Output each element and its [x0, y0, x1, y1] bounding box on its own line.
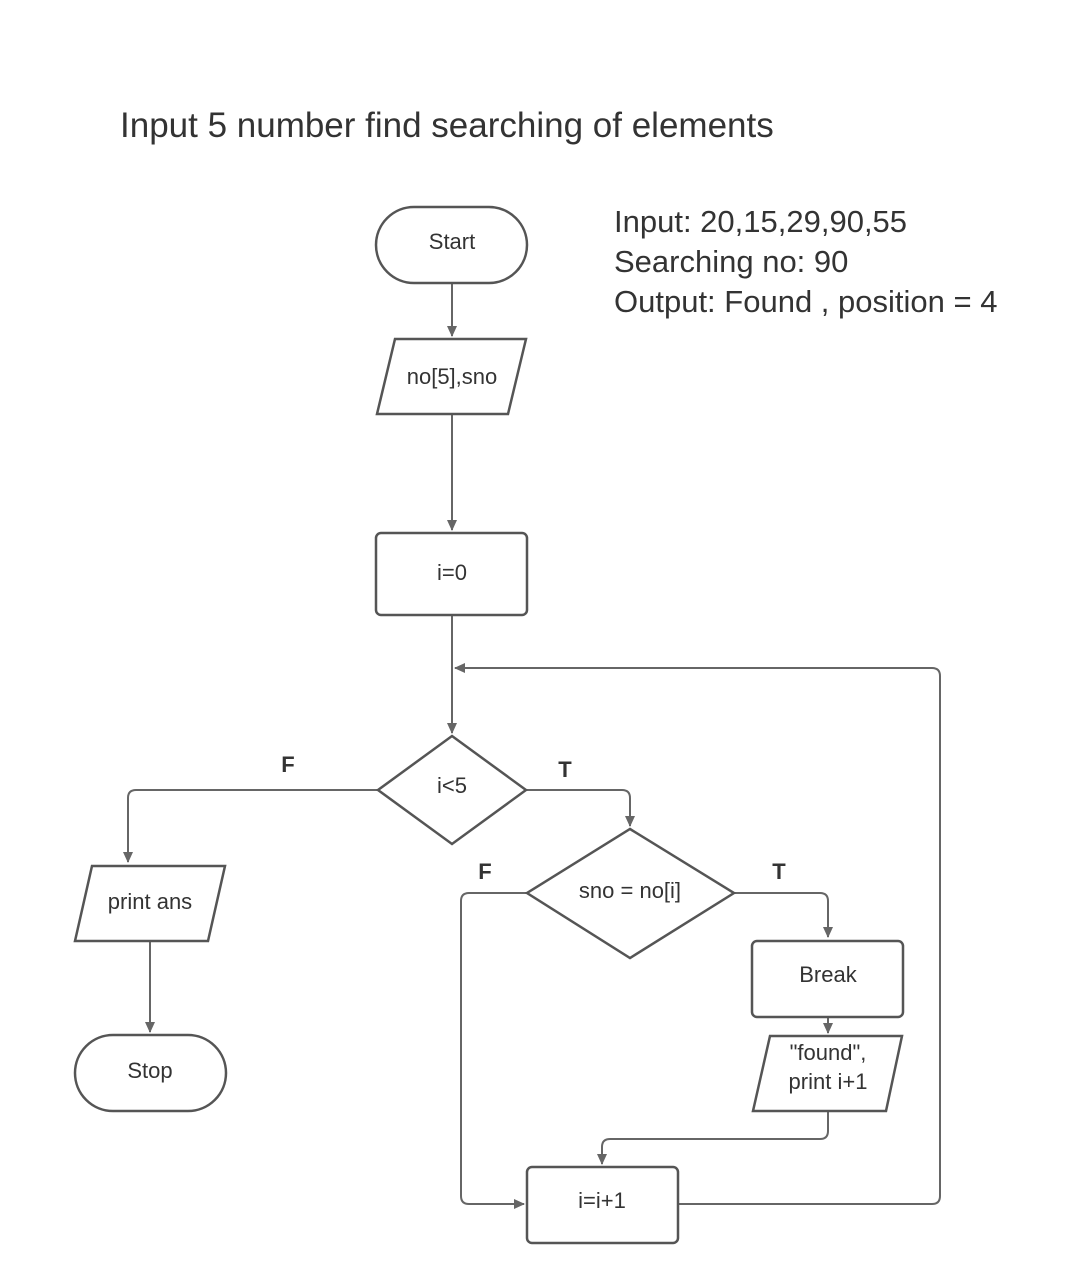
- print-ans-label: print ans: [108, 889, 192, 914]
- input-note: Input: 20,15,29,90,55: [614, 204, 908, 239]
- print-ans-node: print ans: [73, 864, 227, 943]
- output-note: Output: Found , position = 4: [614, 284, 998, 319]
- increment-label: i=i+1: [578, 1188, 626, 1213]
- loop-condition-diamond: [375, 734, 529, 846]
- example-notes: Input: 20,15,29,90,55 Searching no: 90 O…: [614, 202, 997, 322]
- init-label: i=0: [437, 560, 467, 585]
- stop-node: Stop: [73, 1033, 228, 1113]
- arrow-loop-back: [454, 663, 941, 1205]
- increment-process: [525, 1165, 680, 1245]
- arrow-found-to-increment: [597, 1112, 829, 1165]
- compare-node: sno = no[i]: [524, 827, 737, 960]
- declare-parallelogram: [375, 337, 528, 416]
- init-process: [374, 531, 529, 617]
- start-terminal: [374, 205, 529, 285]
- loop-condition-label: i<5: [437, 773, 467, 798]
- diagram-title: Input 5 number find searching of element…: [120, 106, 774, 145]
- arrow-compare-true: [734, 892, 833, 938]
- compare-label: sno = no[i]: [579, 878, 681, 903]
- break-process: [750, 939, 905, 1019]
- arrow-compare-false: [460, 892, 527, 1209]
- searching-note: Searching no: 90: [614, 244, 849, 279]
- break-label: Break: [799, 962, 857, 987]
- loop-condition-node: i<5: [375, 734, 529, 846]
- stop-terminal: [73, 1033, 228, 1113]
- found-label-line2: print i+1: [789, 1069, 868, 1094]
- connectors: [123, 283, 941, 1209]
- loop-false-label: F: [281, 752, 294, 777]
- declare-label: no[5],sno: [407, 364, 498, 389]
- loop-true-label: T: [558, 757, 572, 782]
- stop-label: Stop: [127, 1058, 172, 1083]
- arrow-condition-false: [123, 789, 378, 863]
- break-node: Break: [750, 939, 905, 1019]
- init-node: i=0: [374, 531, 529, 617]
- print-ans-parallelogram: [73, 864, 227, 943]
- found-parallelogram: [751, 1034, 904, 1113]
- increment-node: i=i+1: [525, 1165, 680, 1245]
- start-node: Start: [374, 205, 529, 285]
- arrow-condition-true: [526, 789, 635, 827]
- start-label: Start: [429, 229, 475, 254]
- compare-false-label: F: [478, 859, 491, 884]
- compare-diamond: [524, 827, 737, 960]
- found-node: "found", print i+1: [751, 1034, 904, 1113]
- found-label-line1: "found",: [790, 1040, 867, 1065]
- compare-true-label: T: [772, 859, 786, 884]
- declare-node: no[5],sno: [375, 337, 528, 416]
